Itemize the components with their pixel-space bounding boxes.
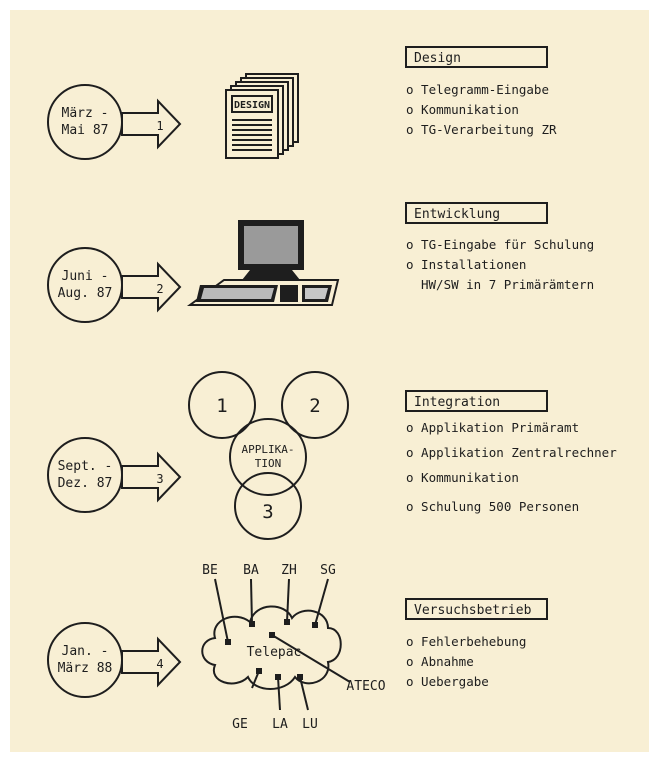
phase-1-date-line1: März -: [62, 106, 109, 121]
integration-circle-2: [281, 371, 349, 439]
phase-1-arrow: 1: [121, 98, 182, 150]
phase-2-item-2: o Installationen: [406, 257, 526, 272]
integration-circle-3: [234, 472, 302, 540]
phase-1: März - Mai 87 1 DESIGN Design: [47, 46, 557, 160]
phase-3-arrow: 3: [121, 451, 182, 503]
phase-2-date-line1: Juni -: [62, 269, 109, 284]
phase-4-number: 4: [156, 657, 163, 671]
phase-4: Jan. - März 88 4 Telepac: [47, 563, 548, 732]
phase-3-date-bubble: Sept. - Dez. 87: [47, 437, 123, 513]
phase-3-item-1: o Applikation Primäramt: [406, 420, 579, 435]
node-sg: SG: [320, 563, 336, 578]
phase-4-date-line2: März 88: [58, 661, 113, 676]
phase-4-item-1: o Fehlerbehebung: [406, 634, 526, 649]
design-document-stack-icon: DESIGN: [225, 73, 299, 159]
phase-1-title-box: Design: [405, 46, 548, 68]
computer-terminal-icon: [186, 220, 340, 306]
phase-1-items: o Telegramm-Eingabe o Kommunikation o TG…: [406, 82, 557, 137]
phase-1-title: Design: [414, 51, 461, 66]
phase-4-title: Versuchsbetrieb: [414, 603, 532, 618]
phase-1-item-2: o Kommunikation: [406, 102, 519, 117]
phase-2-date-line2: Aug. 87: [58, 286, 113, 301]
node-zh: ZH: [281, 563, 297, 578]
phase-3-title-box: Integration: [405, 390, 548, 412]
phase-3-item-3: o Kommunikation: [406, 470, 519, 485]
design-document-label: DESIGN: [234, 100, 270, 111]
phase-4-arrow: 4: [121, 636, 182, 688]
phase-2: Juni - Aug. 87 2 Entwicklung o TG-Eingab…: [47, 202, 594, 323]
phase-3-number: 3: [156, 472, 163, 486]
phase-3-date-line2: Dez. 87: [58, 476, 113, 491]
phase-1-number: 1: [156, 119, 163, 133]
phase-4-items: o Fehlerbehebung o Abnahme o Uebergabe: [406, 634, 526, 689]
phase-2-number: 2: [156, 282, 163, 296]
phase-4-item-3: o Uebergabe: [406, 674, 489, 689]
phase-1-date-bubble: März - Mai 87: [47, 84, 123, 160]
project-phases-diagram: März - Mai 87 1 DESIGN Design: [47, 46, 617, 732]
diagram-frame: März - Mai 87 1 DESIGN Design: [10, 10, 649, 752]
telepac-label: Telepac: [247, 645, 302, 660]
phase-2-title-box: Entwicklung: [405, 202, 548, 224]
phase-4-item-2: o Abnahme: [406, 654, 474, 669]
ateco-label: ATECO: [346, 679, 385, 694]
phase-4-date-line1: Jan. -: [62, 644, 109, 659]
telepac-network: Telepac BE BA ZH SG GE LA: [201, 563, 386, 732]
phase-3-title: Integration: [414, 395, 500, 410]
phase-2-item-3: HW/SW in 7 Primärämtern: [421, 277, 594, 292]
integration-circle-1: [188, 371, 256, 439]
integration-center-line2: TION: [255, 457, 282, 470]
node-ba: BA: [243, 563, 259, 578]
phase-1-date-line2: Mai 87: [62, 123, 109, 138]
phase-1-item-3: o TG-Verarbeitung ZR: [406, 122, 557, 137]
phase-4-date-bubble: Jan. - März 88: [47, 622, 123, 698]
phase-2-items: o TG-Eingabe für Schulung o Installation…: [406, 237, 594, 292]
telepac-cloud-icon: [201, 605, 342, 690]
phase-3-item-2: o Applikation Zentralrechner: [406, 445, 617, 460]
phase-2-arrow: 2: [121, 261, 182, 313]
phase-2-title: Entwicklung: [414, 207, 500, 222]
node-ge: GE: [232, 717, 248, 732]
integration-center-line1: APPLIKA-: [242, 443, 295, 456]
phase-3-item-4: o Schulung 500 Personen: [406, 499, 579, 514]
phase-3-items: o Applikation Primäramt o Applikation Ze…: [406, 420, 617, 514]
node-la: LA: [272, 717, 288, 732]
node-lu: LU: [302, 717, 318, 732]
integration-circles: 1 2 3 APPLIKA- TION: [188, 371, 349, 540]
phase-3: Sept. - Dez. 87 3 1 2 3 APPLIKA- TION In…: [47, 371, 617, 540]
integration-circle-2-label: 2: [309, 395, 320, 417]
phase-4-title-box: Versuchsbetrieb: [405, 598, 548, 620]
phase-1-item-1: o Telegramm-Eingabe: [406, 82, 549, 97]
integration-center-circle: [229, 418, 307, 496]
integration-circle-1-label: 1: [216, 395, 227, 417]
node-be: BE: [202, 563, 218, 578]
phase-3-date-line1: Sept. -: [58, 459, 113, 474]
integration-circle-3-label: 3: [262, 501, 273, 523]
phase-2-item-1: o TG-Eingabe für Schulung: [406, 237, 594, 252]
phase-2-date-bubble: Juni - Aug. 87: [47, 247, 123, 323]
